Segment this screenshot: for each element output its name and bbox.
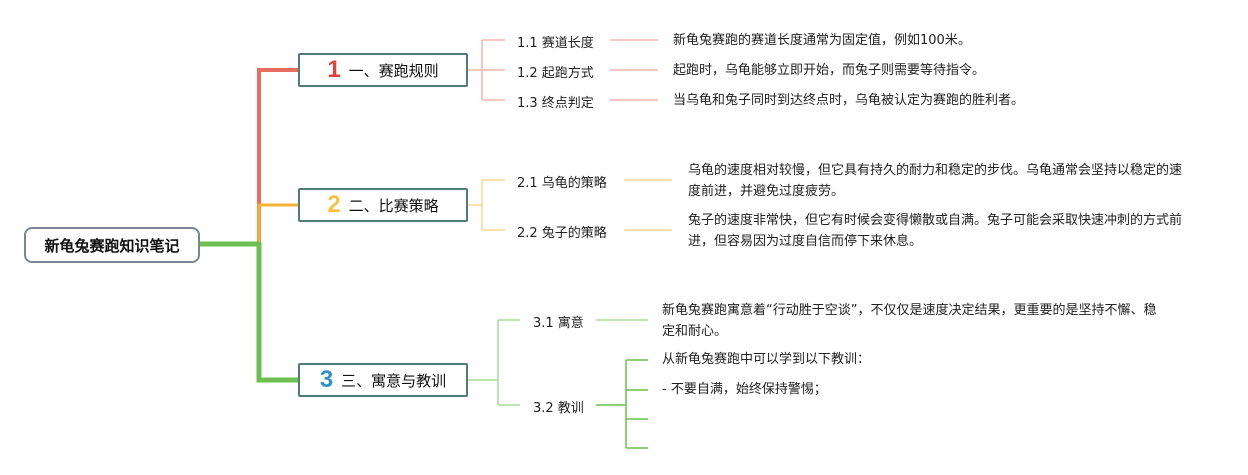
topic-2-1[interactable]: 2.1 乌龟的策略 <box>517 176 607 191</box>
note-1-3[interactable]: 当乌龟和兔子同时到达终点时，乌龟被认定为赛跑的胜利者。 <box>673 93 1025 108</box>
topic-3-2[interactable]: 3.2 教训 <box>533 401 584 416</box>
connector-root-branch1 <box>200 68 300 246</box>
connector-root-branch2 <box>200 203 300 246</box>
topic-1-1[interactable]: 1.1 赛道长度 <box>517 36 594 51</box>
branch-number-1: 1 <box>327 56 341 83</box>
note-2-1[interactable]: 乌龟的速度相对较慢，但它具有持久的耐力和稳定的步伐。乌龟通常会坚持以稳定的速度前… <box>688 163 1183 199</box>
topic-1-3[interactable]: 1.3 终点判定 <box>517 96 594 111</box>
topic-2-2[interactable]: 2.2 兔子的策略 <box>517 226 607 241</box>
branch-label-3: 三、寓意与教训 <box>341 371 447 390</box>
branch-node-2[interactable]: 2 二、比赛策略 <box>298 188 468 222</box>
note-1-2[interactable]: 起跑时，乌龟能够立即开始，而兔子则需要等待指令。 <box>673 63 986 78</box>
root-node[interactable]: 新龟兔赛跑知识笔记 <box>24 227 200 263</box>
root-label: 新龟兔赛跑知识笔记 <box>44 236 180 255</box>
branch-node-1[interactable]: 1 一、赛跑规则 <box>298 53 468 87</box>
connector-root-branch3 <box>200 241 300 383</box>
topic-1-2[interactable]: 1.2 起跑方式 <box>517 66 594 81</box>
note-3-2-line-2[interactable]: - 不要自满，始终保持警惕； <box>662 382 827 397</box>
note-1-1[interactable]: 新龟兔赛跑的赛道长度通常为固定值，例如100米。 <box>673 33 971 48</box>
connector-branch2-items <box>467 179 505 231</box>
branch-node-3[interactable]: 3 三、寓意与教训 <box>298 363 468 397</box>
note-2-2[interactable]: 兔子的速度非常快，但它有时候会变得懒散或自满。兔子可能会采取快速冲刺的方式前进，… <box>688 213 1183 249</box>
connector-branch3-leaves2 <box>596 359 648 449</box>
branch-number-2: 2 <box>327 191 341 218</box>
note-3-2-line-1[interactable]: 从新龟兔赛跑中可以学到以下教训： <box>662 352 871 367</box>
connector-branch1-leaves <box>610 39 658 101</box>
connector-branch1-items <box>467 39 505 101</box>
branch-label-1: 一、赛跑规则 <box>348 61 439 80</box>
branch-number-3: 3 <box>319 366 334 393</box>
topic-3-1[interactable]: 3.1 寓意 <box>533 316 584 331</box>
branch-label-2: 二、比赛策略 <box>348 196 439 215</box>
connector-branch3-items <box>467 319 520 406</box>
note-3-1[interactable]: 新龟兔赛跑寓意着“行动胜于空谈”，不仅仅是速度决定结果，更重要的是坚持不懈、稳定… <box>662 303 1157 339</box>
connector-branch2-leaves <box>624 179 672 231</box>
